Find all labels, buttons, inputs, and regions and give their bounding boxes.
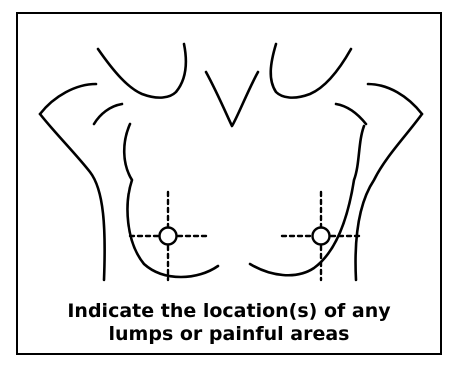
caption-line-1: Indicate the location(s) of any [18, 300, 440, 323]
diagram-frame: Indicate the location(s) of any lumps or… [16, 12, 442, 355]
right-armpit-contour [336, 104, 366, 124]
right-breast-contour [250, 126, 364, 275]
left-shoulder-contour [40, 84, 96, 114]
left-armpit-contour [94, 104, 122, 124]
caption-line-2: lumps or painful areas [18, 323, 440, 346]
right-arm-contour [271, 44, 351, 98]
left-breast-contour [124, 124, 218, 277]
right-side-contour [356, 114, 422, 280]
left-side-contour [40, 114, 105, 280]
figure-caption: Indicate the location(s) of any lumps or… [18, 300, 440, 346]
neck-contour [206, 72, 258, 126]
torso-outline-drawing [18, 14, 440, 284]
right-shoulder-contour [368, 84, 422, 114]
left-arm-contour [98, 44, 186, 98]
crosshair-marker-icon [130, 192, 210, 280]
